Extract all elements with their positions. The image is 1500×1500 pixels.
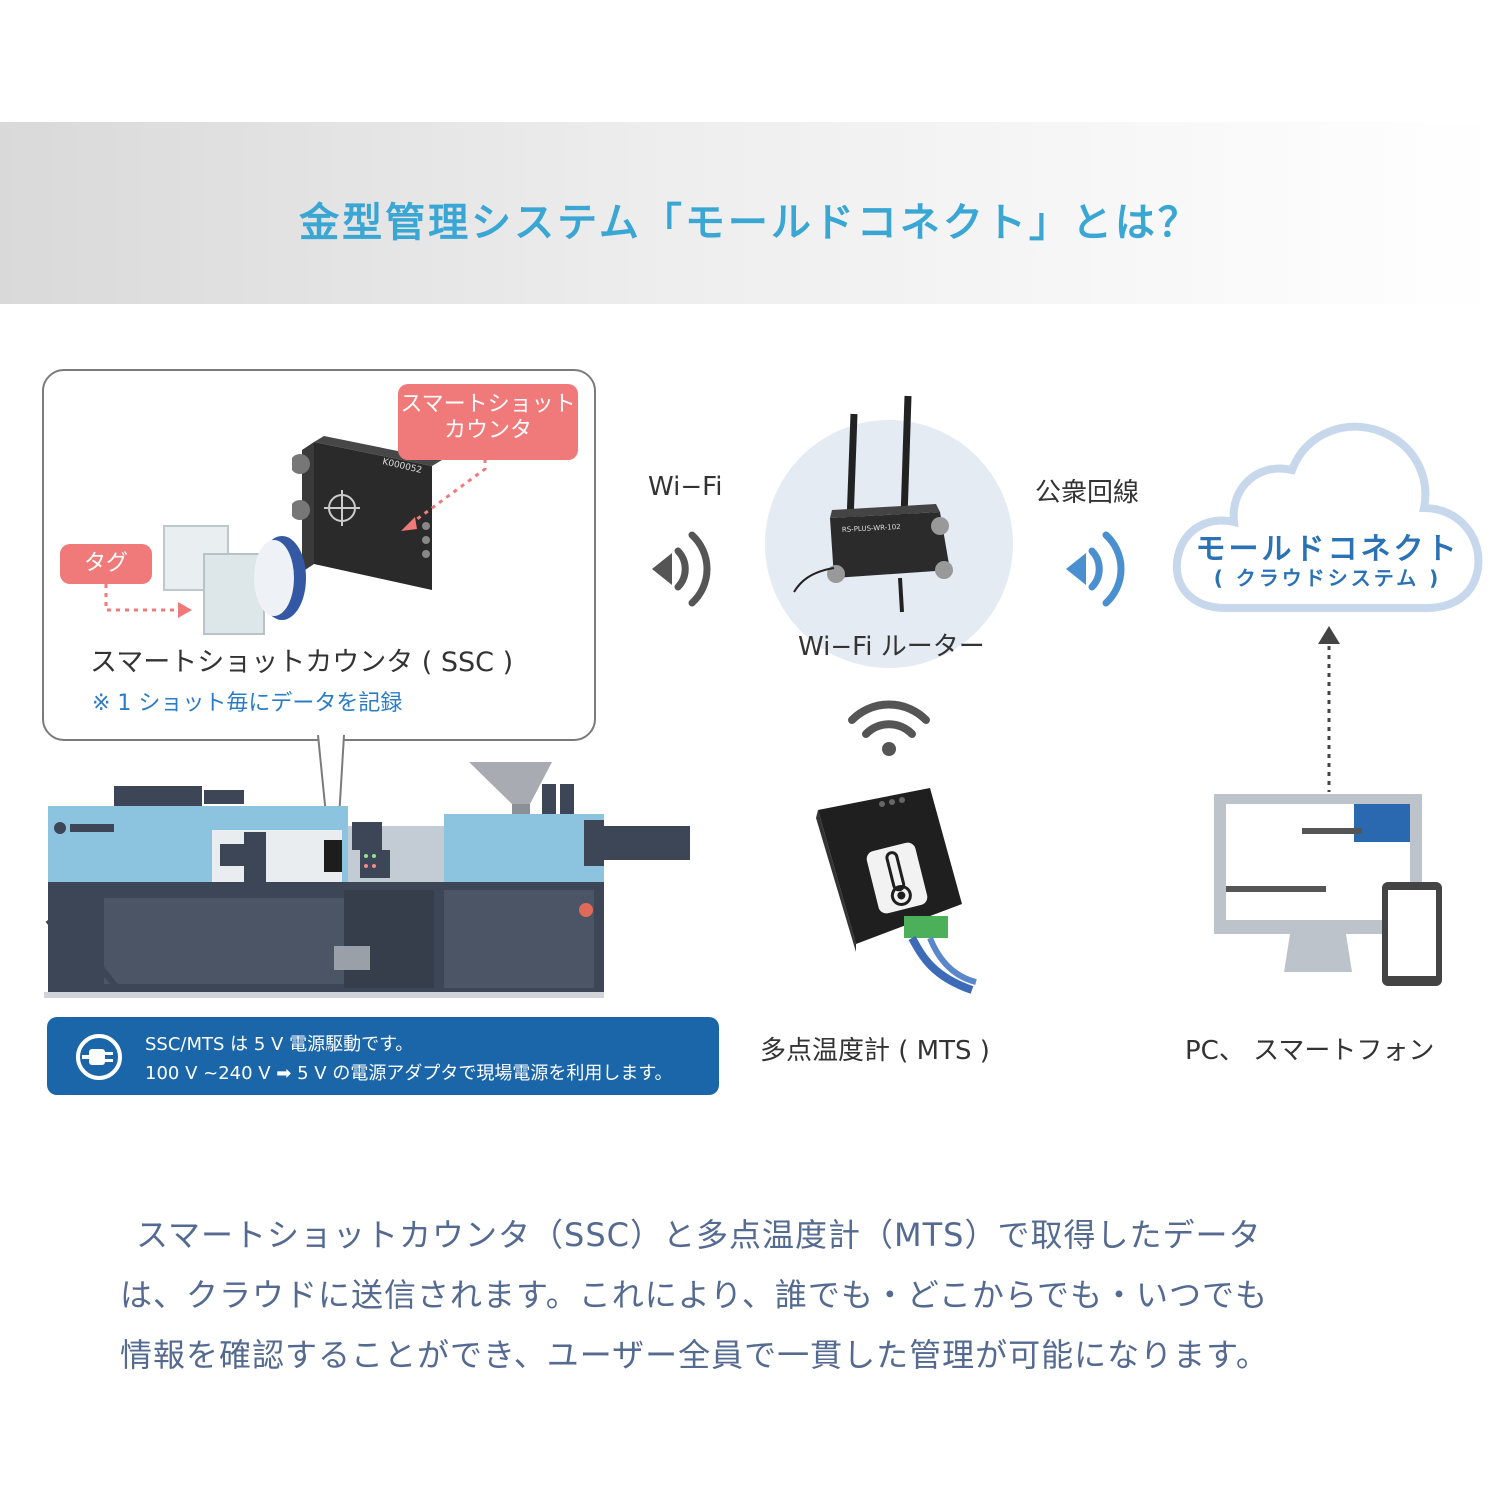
- molding-machine-image: [44, 762, 690, 998]
- ssc-tag-line1: スマートショット: [400, 392, 576, 417]
- power-note-line2: 100 V ~240 V ➡ 5 V の電源アダプタで現場電源を利用します。: [145, 1063, 673, 1084]
- description-line3: 情報を確認することができ、ユーザー全員で一貫した管理が可能になります。: [120, 1336, 1269, 1374]
- public-line-label: 公衆回線: [1035, 478, 1140, 508]
- arrow-up-icon: [1318, 626, 1340, 792]
- tag-label: タグ: [60, 544, 152, 584]
- power-note-line1: SSC/MTS は 5 V 電源駆動です。: [145, 1034, 414, 1055]
- description-line2: は、クラウドに送信されます。これにより、誰でも・どこからでも・いつでも: [120, 1276, 1268, 1314]
- ssc-pointer-arrow: [401, 459, 487, 531]
- description-text: スマートショットカウンタ（SSC）と多点温度計（MTS）で取得したデータ は、ク…: [120, 1205, 1380, 1385]
- pc-smartphone-image: [1214, 794, 1442, 986]
- cloud-title: モールドコネクト: [1195, 532, 1460, 567]
- page-title: 金型管理システム「モールドコネクト」とは？: [299, 200, 1201, 246]
- mts-device-image: [816, 788, 977, 994]
- power-note-box: [47, 1017, 719, 1095]
- ssc-tag-label: スマートショット カウンタ: [398, 384, 578, 460]
- router-device-image: RS-PLUS-WR-102: [793, 395, 953, 613]
- public-line-signal-icon: [1066, 531, 1125, 607]
- pc-smartphone-label: PC、 スマートフォン: [1185, 1036, 1435, 1066]
- router-label: Wi−Fi ルーター: [798, 632, 985, 662]
- tag-device-image: [163, 525, 306, 635]
- ssc-title: スマートショットカウンタ ( SSC ): [90, 647, 514, 678]
- ssc-tag-line2: カウンタ: [443, 418, 532, 443]
- router-device-text: RS-PLUS-WR-102: [842, 523, 901, 534]
- cloud-subtitle: ( クラウドシステム ): [1213, 566, 1442, 590]
- description-line1: スマートショットカウンタ（SSC）と多点温度計（MTS）で取得したデータ: [136, 1216, 1262, 1254]
- wifi-arc-icon: [848, 700, 930, 756]
- ssc-note: ※ 1 ショット毎にデータを記録: [92, 691, 403, 716]
- header-band: [0, 122, 1500, 304]
- thermometer-icon: [885, 851, 912, 906]
- wifi-signal-icon: [652, 531, 711, 607]
- wifi-label: Wi−Fi: [648, 472, 723, 502]
- mts-label: 多点温度計 ( MTS ): [760, 1036, 990, 1066]
- cloud-icon: [1172, 422, 1483, 612]
- tag-pointer-arrow: [104, 584, 192, 618]
- plug-icon: [76, 1034, 122, 1080]
